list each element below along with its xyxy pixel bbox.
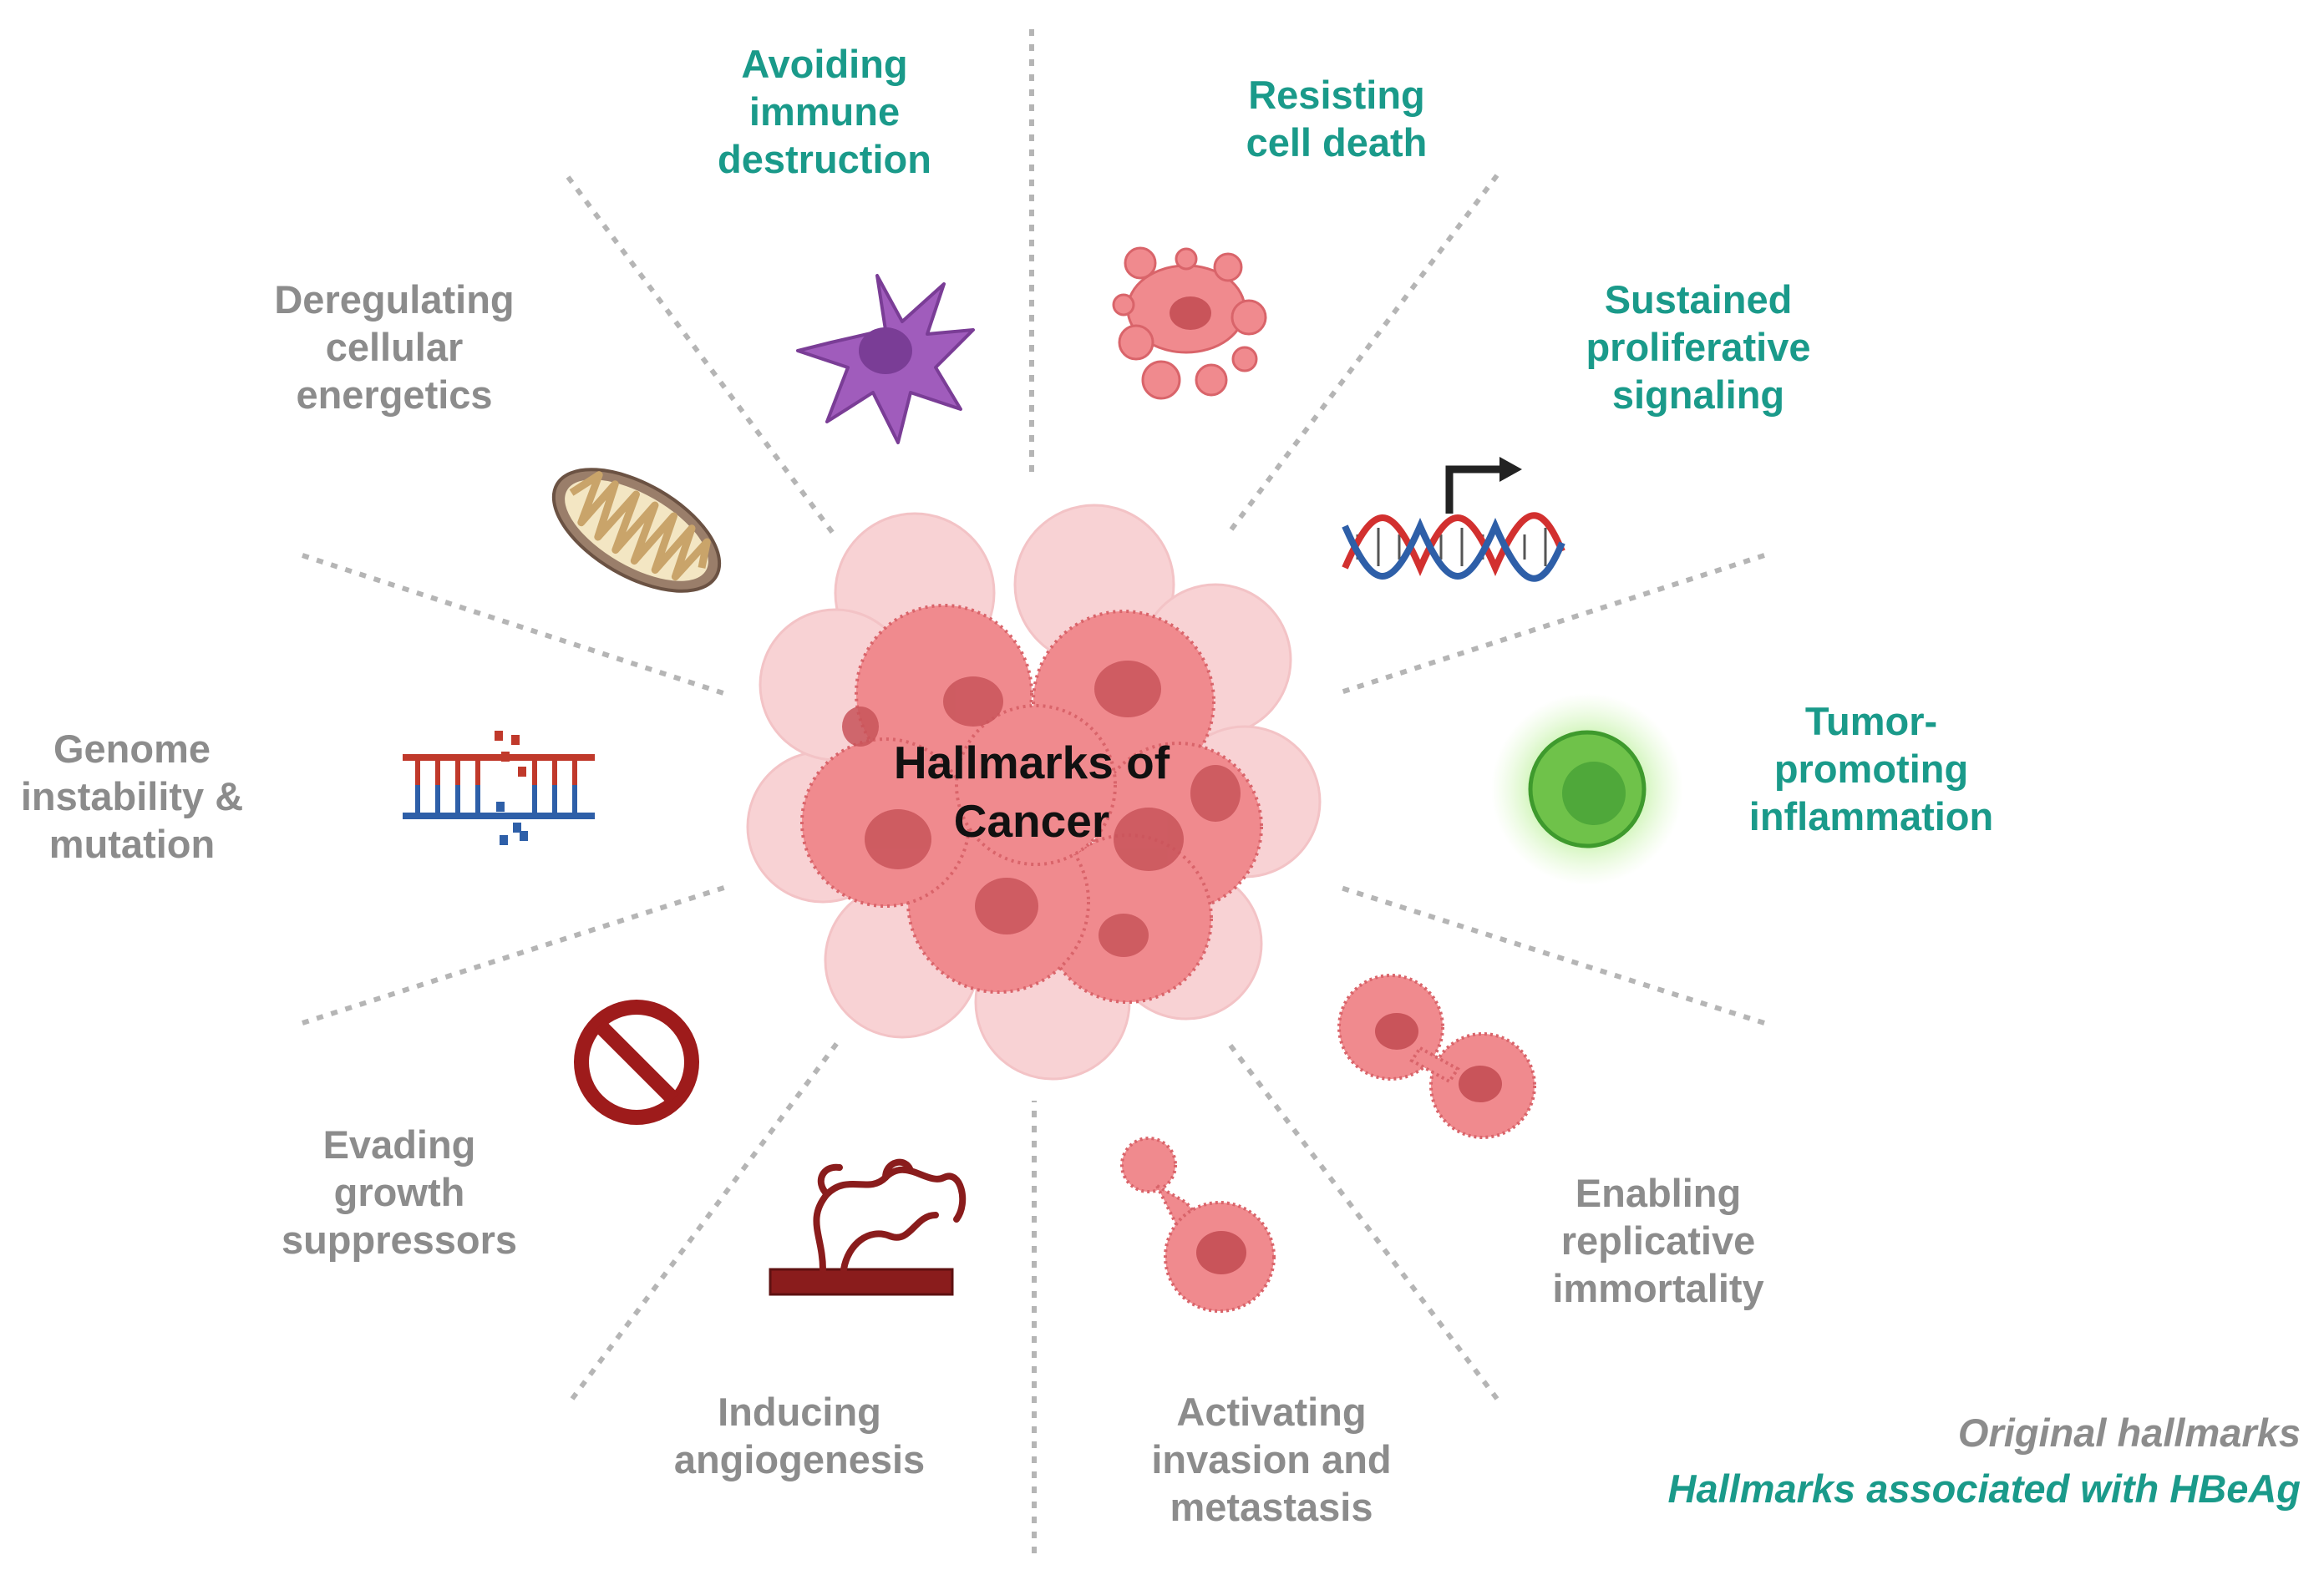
dna-signaling-icon xyxy=(1342,457,1565,582)
dendritic-cell-icon xyxy=(796,274,975,444)
prohibition-sign-icon xyxy=(574,1000,699,1125)
blood-vessel-icon xyxy=(769,1158,967,1296)
broken-dna-icon xyxy=(403,731,595,845)
divider-line xyxy=(1224,174,1499,538)
mitochondrion-icon xyxy=(551,468,722,593)
legend-hbeag-hallmarks: Hallmarks associated with HBeAg xyxy=(1667,1466,2301,1511)
legend-original-hallmarks: Original hallmarks xyxy=(1957,1410,2301,1455)
divider-line xyxy=(1337,553,1765,696)
inflammatory-cell-icon xyxy=(1491,693,1683,885)
apoptotic-cell-icon xyxy=(1112,246,1267,400)
center-title: Hallmarks of Cancer xyxy=(893,737,1170,847)
divider-lines xyxy=(302,29,1765,1553)
divider-line xyxy=(302,883,733,1026)
tumor-cluster-icon xyxy=(746,504,1322,1081)
migrating-cell-icon xyxy=(1120,1137,1276,1313)
dividing-cell-icon xyxy=(1337,974,1536,1139)
